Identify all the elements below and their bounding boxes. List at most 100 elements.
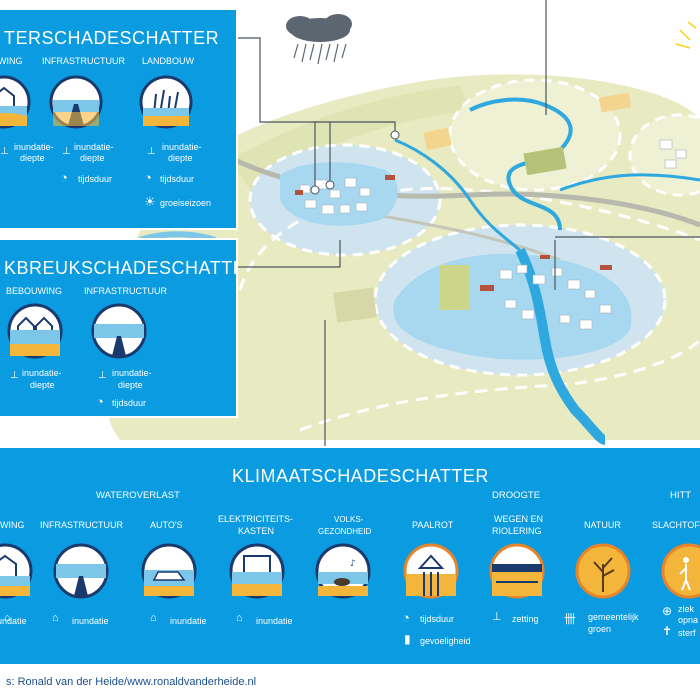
panel1-note-diepte-c: diepte	[168, 153, 193, 163]
buildings-right	[659, 139, 687, 169]
depth-icon: ⊥	[0, 146, 9, 157]
group-droogte: DROOGTE	[492, 490, 541, 501]
buildings-left	[299, 177, 371, 215]
clock-icon: ◔	[402, 610, 410, 625]
panel2-category-2: INFRASTRUCTUUR	[84, 286, 167, 296]
panel3-note-inundatie-4: inundatie	[256, 616, 293, 626]
outer-dashed-ring	[238, 186, 700, 291]
inundation-icon: ⌂	[4, 612, 11, 624]
panel3-category-autos: AUTO'S	[150, 520, 183, 530]
cross-icon: ✝	[662, 624, 673, 638]
klimaat-panel: KLIMAATSCHADESCHATTER WATEROVERLAST DROO…	[0, 446, 700, 666]
credit-text: s: Ronald van der Heide/www.ronaldvander…	[6, 676, 257, 688]
panel3-category-wegen: WEGEN EN	[494, 514, 544, 524]
electricity-box-icon	[229, 543, 285, 599]
dijkbreuk-panel: KBREUKSCHADESCHATTER BEBOUWING INFRASTRU…	[0, 238, 238, 418]
panel1-category-3: LANDBOUW	[142, 56, 195, 66]
crops-flood-icon	[139, 75, 193, 129]
panel1-note-inundatie-a: inundatie-	[14, 142, 54, 152]
rain-cloud-icon	[286, 14, 352, 65]
river-left	[394, 138, 527, 257]
panel1-note-inundatie-c: inundatie-	[162, 142, 202, 152]
panel2-note-tijdsduur-b: tijdsduur	[112, 398, 147, 408]
panel1-note-diepte-a: diepte	[20, 153, 45, 163]
inundation-icon: ⌂	[150, 612, 157, 624]
svg-text:♪: ♪	[350, 559, 356, 569]
clock-icon: ◔	[60, 170, 68, 185]
public-health-icon: ♪	[315, 543, 371, 599]
panel3-category-infrastructuur: INFRASTRUCTUUR	[40, 520, 123, 530]
panel3-note-sterf: sterf	[678, 628, 696, 638]
sun-icon: ☀	[144, 194, 156, 209]
panel1-title: TERSCHADESCHATTER	[4, 28, 220, 48]
group-hitte: HITT	[670, 490, 692, 501]
subsidence-icon: ⊥	[492, 611, 502, 623]
panel3-category-elektriciteits: ELEKTRICITEITS-	[218, 514, 294, 524]
panel1-note-tijdsduur-b: tijdsduur	[78, 174, 113, 184]
panel3-note-inundatie-3: inundatie	[170, 616, 207, 626]
outer-dashed-ring-2	[299, 338, 700, 432]
road-flood-icon	[53, 543, 109, 599]
panel1-category-2: INFRASTRUCTUUR	[42, 56, 125, 66]
panel3-note-inundatie-1: inundatie	[0, 616, 27, 626]
building-flood-icon	[0, 75, 31, 129]
panel3-note-gevoeligheid: gevoeligheid	[420, 636, 471, 646]
dry-tree-icon	[575, 543, 631, 599]
wood-pile-rot-icon	[403, 543, 459, 599]
field-5	[440, 265, 470, 310]
road-subsidence-icon	[489, 543, 545, 599]
panel3-category-kasten: KASTEN	[238, 526, 275, 536]
panel2-title: KBREUKSCHADESCHATTER	[4, 258, 238, 278]
plus-icon: ⊕	[662, 604, 673, 618]
depth-icon: ⊥	[62, 146, 71, 157]
group-wateroverlast: WATEROVERLAST	[96, 490, 180, 501]
panel2-category-1: BEBOUWING	[6, 286, 63, 296]
panel3-note-groen: groen	[588, 624, 612, 634]
inundation-icon: ⌂	[236, 612, 243, 624]
building-flood-icon	[7, 303, 63, 359]
inundation-icon: ⌂	[52, 612, 59, 624]
panel3-category-natuur: NATUUR	[584, 520, 621, 530]
panel3-note-gemeentelijk: gemeentelijk	[588, 612, 639, 622]
road-flood-icon	[49, 75, 103, 129]
panel3-category-riolering: RIOLERING	[492, 526, 542, 536]
field-3	[333, 287, 377, 323]
credit-bar: s: Ronald van der Heide/www.ronaldvander…	[0, 668, 700, 700]
depth-icon: ⊥	[10, 370, 19, 381]
river-right	[559, 173, 700, 192]
depth-icon: ⊥	[147, 146, 156, 157]
panel3-note-tijdsduur: tijdsduur	[420, 614, 455, 624]
field-1	[423, 127, 452, 151]
panel1-note-tijdsduur-c: tijdsduur	[160, 174, 195, 184]
panel2-note-inundatie-b: inundatie-	[112, 368, 152, 378]
panel3-note-inundatie-2: inundatie	[72, 616, 109, 626]
building-flood-icon	[0, 543, 33, 599]
panel3-category-bebouwing: WING	[0, 520, 25, 530]
panel3-category-gezondheid: GEZONDHEID	[318, 527, 372, 536]
clock-icon: ◔	[96, 394, 104, 409]
callout-dots	[310, 130, 400, 195]
depth-icon: ⊥	[98, 370, 107, 381]
river-main	[515, 247, 607, 445]
road-flood-icon	[91, 303, 147, 359]
panel2-note-diepte-a: diepte	[30, 380, 55, 390]
sun-rays-icon	[675, 21, 697, 49]
panel3-title: KLIMAATSCHADESCHATTER	[232, 466, 489, 486]
panel3-category-volks: VOLKS-	[334, 515, 364, 524]
panel1-category-1: WING	[0, 56, 23, 66]
roofs-red	[295, 175, 612, 291]
panel2-note-inundatie-a: inundatie-	[22, 368, 62, 378]
tally-icon: 卌	[564, 612, 577, 626]
sensitivity-icon: ▮	[404, 632, 411, 646]
clock-icon: ◔	[144, 170, 152, 185]
car-flood-icon	[141, 543, 197, 599]
panel3-category-paalrot: PAALROT	[412, 520, 454, 530]
panel2-note-diepte-b: diepte	[118, 380, 143, 390]
panel1-note-groeiseizoen: groeiseizoen	[160, 198, 212, 208]
heat-victim-icon	[661, 543, 700, 599]
panel1-note-diepte-b: diepte	[80, 153, 105, 163]
field-4	[523, 146, 567, 176]
field-2	[599, 92, 632, 113]
panel3-note-opna: opna	[678, 615, 699, 625]
